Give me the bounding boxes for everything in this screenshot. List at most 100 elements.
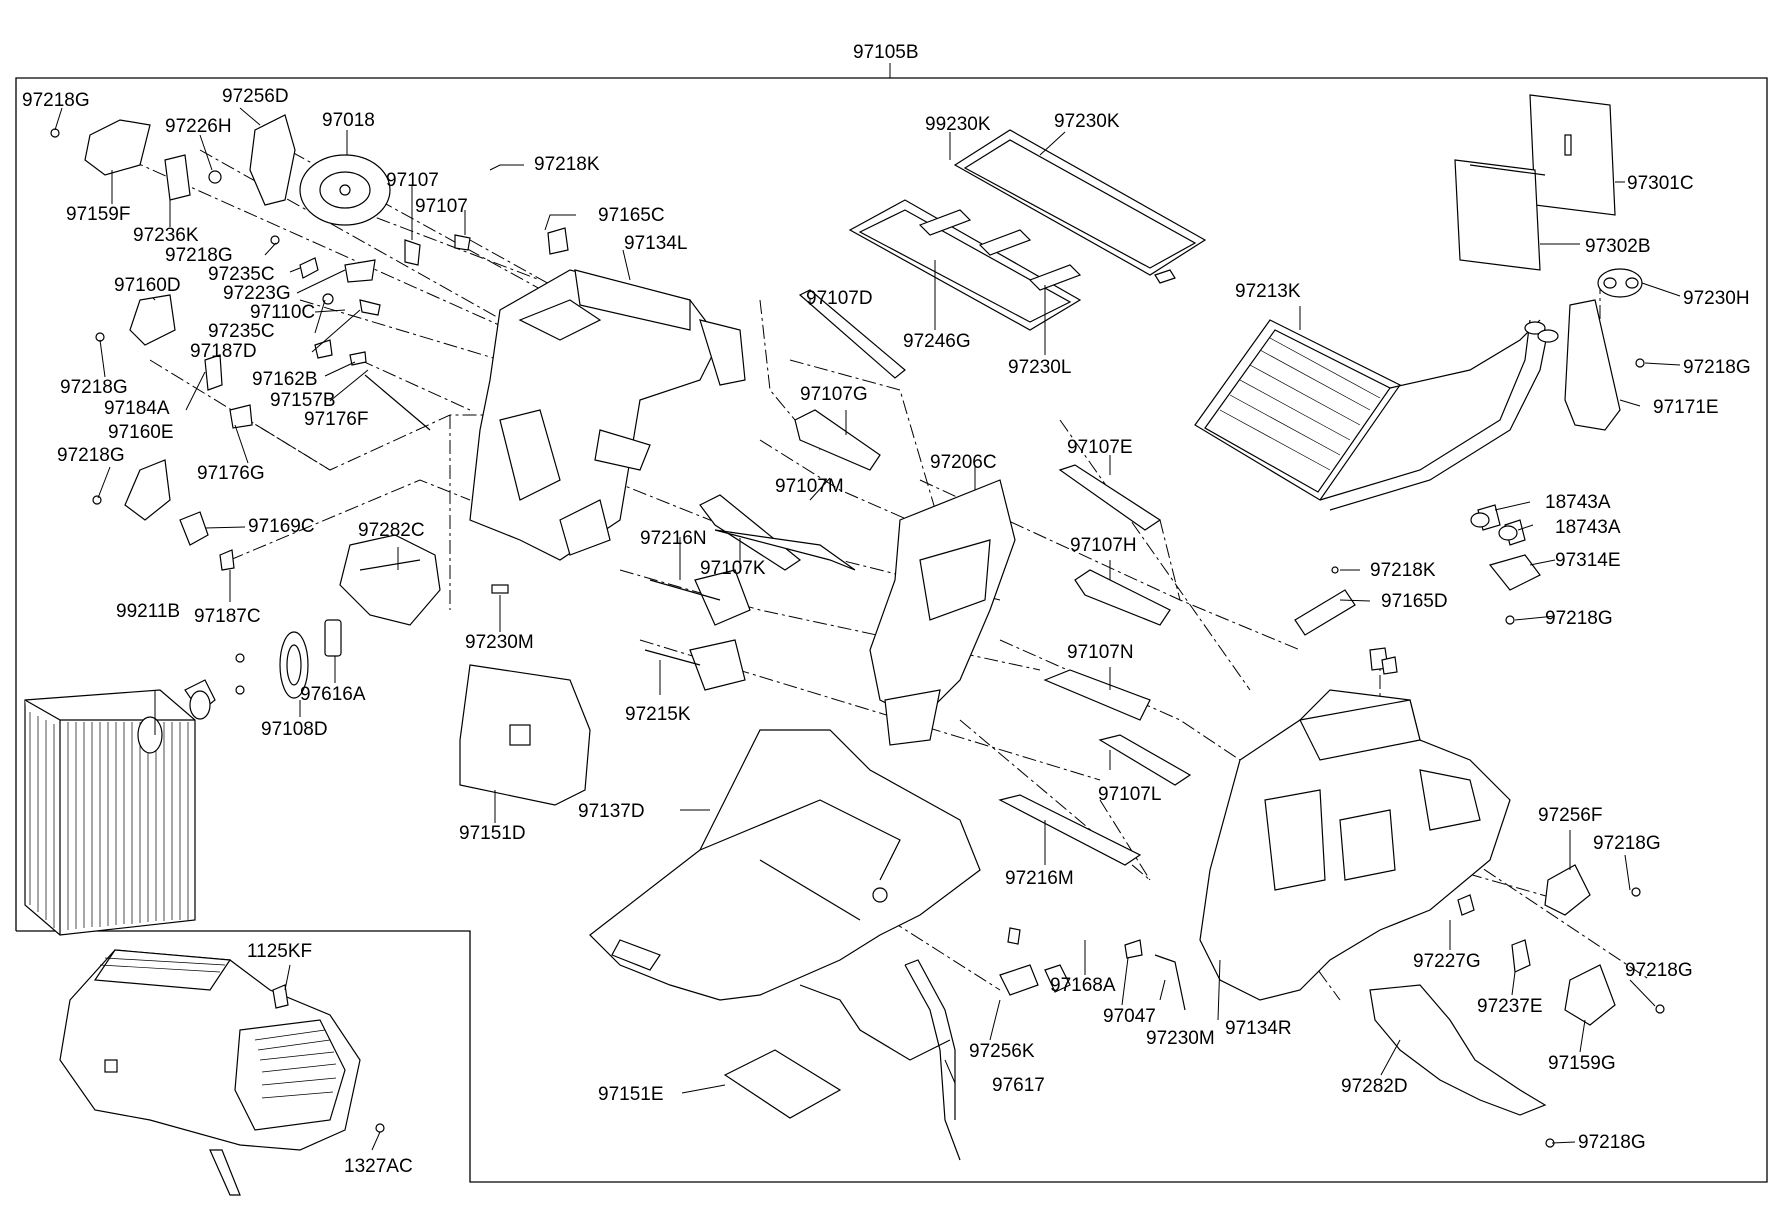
part-label: 97230M	[1146, 1028, 1215, 1049]
pad-97151E	[723, 1049, 842, 1119]
part-label: 97230H	[1683, 288, 1750, 309]
part-label: 97165D	[1381, 591, 1448, 612]
part-label: 97223G	[223, 283, 291, 304]
part-label: 97246G	[903, 331, 971, 352]
part-label: 97256K	[969, 1041, 1035, 1062]
part-label: 97134L	[624, 233, 688, 254]
part-label: 97160E	[108, 422, 174, 443]
part-label: 97134R	[1225, 1018, 1292, 1039]
part-label: 97107K	[700, 558, 766, 579]
assembly-label: 97105B	[853, 42, 919, 63]
part-label: 97236K	[133, 225, 199, 246]
part-label: 97282D	[1341, 1076, 1408, 1097]
part-label: 97218G	[1578, 1132, 1646, 1153]
left-case-housing	[339, 227, 746, 626]
part-label: 18743A	[1555, 517, 1621, 538]
part-label: 97107	[386, 170, 439, 191]
part-label: 97230L	[1008, 357, 1072, 378]
part-label: 97107G	[800, 384, 868, 405]
part-label: 97184A	[104, 398, 170, 419]
part-label: 97187D	[190, 341, 257, 362]
air-filter-frame	[848, 129, 1207, 331]
center-plate-97206C	[869, 479, 1016, 746]
part-label: 97218K	[534, 154, 600, 175]
lower-case-97137D	[589, 729, 1039, 1161]
right-case-97134R	[1199, 647, 1511, 1001]
evaporator-core	[24, 619, 342, 936]
part-label: 97302B	[1585, 236, 1651, 257]
top-right-filters	[1454, 94, 1645, 431]
mode-doors	[644, 289, 906, 691]
part-label: 97213K	[1235, 281, 1301, 302]
part-label: 97159G	[1548, 1053, 1616, 1074]
part-label: 97616A	[300, 684, 366, 705]
part-label: 97218G	[60, 377, 128, 398]
part-label: 97617	[992, 1075, 1045, 1096]
part-label: 97107	[415, 196, 468, 217]
part-label: 97108D	[261, 719, 328, 740]
part-label: 97301C	[1627, 173, 1694, 194]
part-label: 97282C	[358, 520, 425, 541]
part-label: 97218G	[57, 445, 125, 466]
part-label: 97218G	[1545, 608, 1613, 629]
part-label: 97169C	[248, 516, 315, 537]
part-label: 97215K	[625, 704, 691, 725]
part-label: 99230K	[925, 114, 991, 135]
left-actuator-cluster	[50, 114, 471, 571]
part-label: 97218G	[1625, 960, 1693, 981]
part-label: 1327AC	[344, 1156, 413, 1177]
right-misc-parts	[1007, 504, 1665, 1148]
part-label: 97171E	[1653, 397, 1719, 418]
part-label: 97230M	[465, 632, 534, 653]
part-label: 97159F	[66, 204, 131, 225]
part-label: 97151D	[459, 823, 526, 844]
part-label: 99211B	[116, 601, 181, 622]
part-label: 97107E	[1067, 437, 1133, 458]
part-label: 97206C	[930, 452, 997, 473]
part-label: 97235C	[208, 321, 275, 342]
part-label: 97187C	[194, 606, 261, 627]
part-label: 97168A	[1050, 975, 1116, 996]
part-label: 97226H	[165, 116, 232, 137]
part-label: 97160D	[114, 275, 181, 296]
part-label: 97107L	[1098, 784, 1162, 805]
assembly-frame	[15, 63, 1768, 1183]
right-doors	[998, 464, 1192, 866]
part-label: 97218G	[165, 245, 233, 266]
part-label: 97227G	[1413, 951, 1481, 972]
part-label: 97107N	[1067, 642, 1134, 663]
part-label: 97237E	[1477, 996, 1543, 1017]
part-label: 97218K	[1370, 560, 1436, 581]
part-label: 97151E	[598, 1084, 664, 1105]
part-label: 97176G	[197, 463, 265, 484]
part-label: 97018	[322, 110, 375, 131]
part-label: 97157B	[270, 390, 336, 411]
part-label: 97235C	[208, 264, 275, 285]
leader-lines	[54, 107, 1681, 1151]
part-label: 97110C	[250, 302, 316, 323]
part-label: 97176F	[304, 409, 369, 430]
part-label: 97218G	[1683, 357, 1751, 378]
part-label: 97165C	[598, 205, 665, 226]
part-label: 97314E	[1555, 550, 1621, 571]
part-label: 97162B	[252, 369, 318, 390]
part-label: 97107M	[775, 476, 844, 497]
foam-pad-97151D	[459, 664, 591, 806]
part-label: 97216N	[640, 528, 707, 549]
part-label: 97256F	[1538, 805, 1603, 826]
part-label: 97137D	[578, 801, 645, 822]
part-label: 1125KF	[247, 941, 313, 962]
heater-core-97213K	[1194, 319, 1559, 511]
assembled-view-inset	[59, 949, 385, 1196]
part-label: 97107D	[806, 288, 873, 309]
part-label: 97256D	[222, 86, 289, 107]
part-label: 18743A	[1545, 492, 1611, 513]
part-label: 97107H	[1070, 535, 1137, 556]
part-label: 97218G	[22, 90, 90, 111]
part-label: 97047	[1103, 1006, 1156, 1027]
part-label: 97216M	[1005, 868, 1074, 889]
part-label: 97230K	[1054, 111, 1120, 132]
part-label: 97218G	[1593, 833, 1661, 854]
